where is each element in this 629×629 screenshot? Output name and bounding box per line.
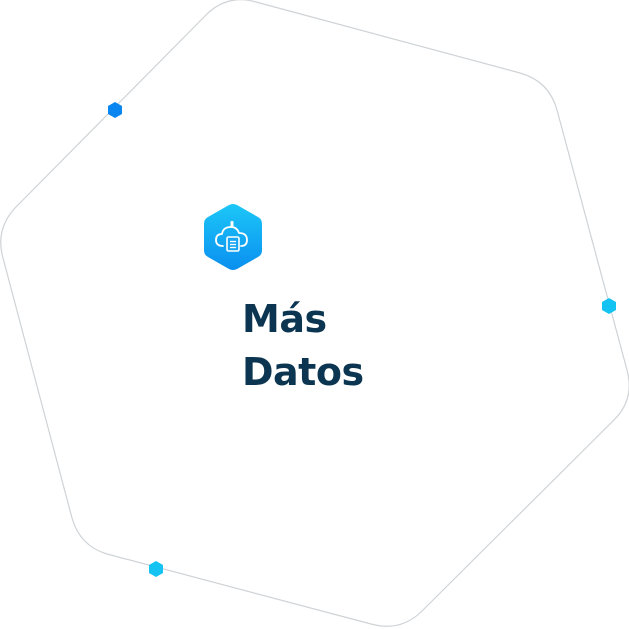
accent-dot-right: [602, 298, 616, 314]
accent-dot-bottom: [149, 561, 163, 577]
card-title: Más Datos: [242, 293, 364, 399]
accent-dot-top-left: [108, 102, 122, 118]
card-title-line-1: Más: [242, 297, 327, 341]
card-title-line-2: Datos: [242, 350, 364, 394]
cloud-document-icon: [204, 204, 262, 270]
